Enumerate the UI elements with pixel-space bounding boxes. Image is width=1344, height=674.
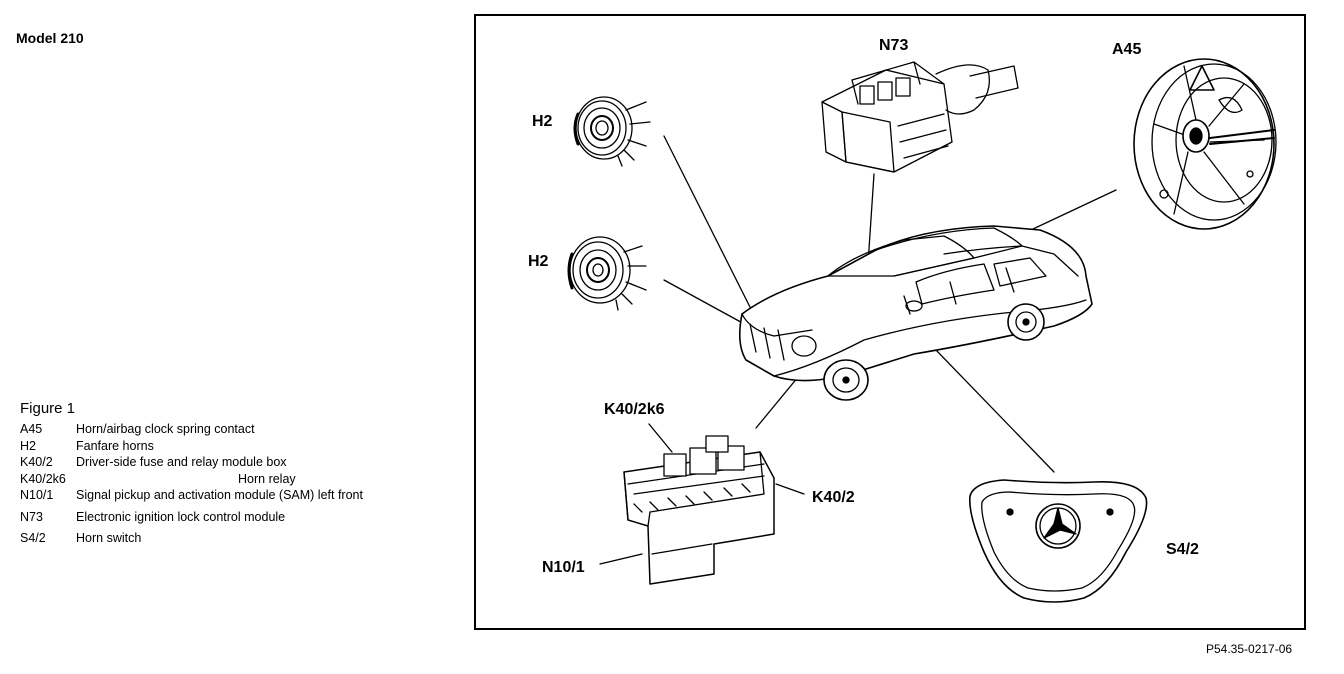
model-title: Model 210 [16, 30, 84, 46]
legend-code: S4/2 [20, 531, 46, 545]
legend-row-h2: H2 Fanfare horns [20, 438, 460, 455]
figure-title: Figure 1 [20, 400, 76, 417]
figure-legend: Figure 1 A45 Horn/airbag clock spring co… [20, 400, 460, 547]
label-h2-upper: H2 [532, 113, 553, 130]
legend-code: N73 [20, 509, 43, 524]
label-a45: A45 [1112, 41, 1141, 58]
fuse-relay-module-box [623, 435, 775, 585]
legend-row-n10-1: N10/1 Signal pickup and activation modul… [20, 487, 460, 504]
legend-code: K40/2k6 [20, 471, 66, 486]
component-location-diagram: N73 A45 H2 H2 K40/2k6 K40/2 N10/1 S4/2 [528, 37, 1277, 603]
legend-code: N10/1 [20, 488, 54, 502]
legend-description: Horn/airbag clock spring contact [76, 422, 255, 436]
legend-row-k40-2k6: K40/2k6 Horn relay [20, 471, 460, 488]
leader-k40-2k6 [648, 423, 673, 453]
fanfare-horn-lower [567, 236, 647, 311]
legend-row-s4-2: S4/2 Horn switch [20, 530, 460, 547]
fanfare-horn-upper [573, 96, 651, 167]
leader-n10-1 [599, 553, 643, 565]
ignition-lock-module [821, 61, 1019, 173]
legend-description: Electronic ignition lock control module [76, 509, 286, 524]
label-n10-1: N10/1 [542, 559, 585, 576]
label-n73: N73 [879, 37, 908, 54]
legend-description: Horn switch [76, 531, 142, 545]
car-illustration [738, 225, 1093, 401]
leader-h2-lower [663, 279, 749, 327]
clock-spring-contact [1133, 58, 1277, 230]
label-k40-2: K40/2 [812, 489, 855, 506]
legend-description: Signal pickup and activation module (SAM… [76, 488, 363, 502]
legend-description: Fanfare horns [76, 438, 154, 453]
leader-k40-2-box [775, 483, 805, 495]
label-h2-lower: H2 [528, 253, 549, 270]
legend-row-n73: N73 Electronic ignition lock control mod… [20, 509, 460, 526]
legend-code: A45 [20, 422, 43, 436]
figure-reference: P54.35-0217-06 [1206, 642, 1293, 656]
label-s4-2: S4/2 [1166, 541, 1199, 558]
label-k40-2k6: K40/2k6 [604, 401, 665, 418]
legend-description: Driver-side fuse and relay module box [76, 455, 287, 469]
figure-frame [474, 14, 1306, 630]
legend-code: K40/2 [20, 455, 53, 469]
leader-h2-upper [663, 135, 757, 320]
legend-row-k40-2: K40/2 Driver-side fuse and relay module … [20, 454, 460, 471]
legend-description: Horn relay [238, 471, 296, 486]
horn-switch-pad [968, 479, 1148, 603]
legend-row-a45: A45 Horn/airbag clock spring contact [20, 421, 460, 438]
legend-code: H2 [20, 438, 36, 453]
callout-labels: N73 A45 H2 H2 K40/2k6 K40/2 N10/1 S4/2 [528, 37, 1199, 576]
